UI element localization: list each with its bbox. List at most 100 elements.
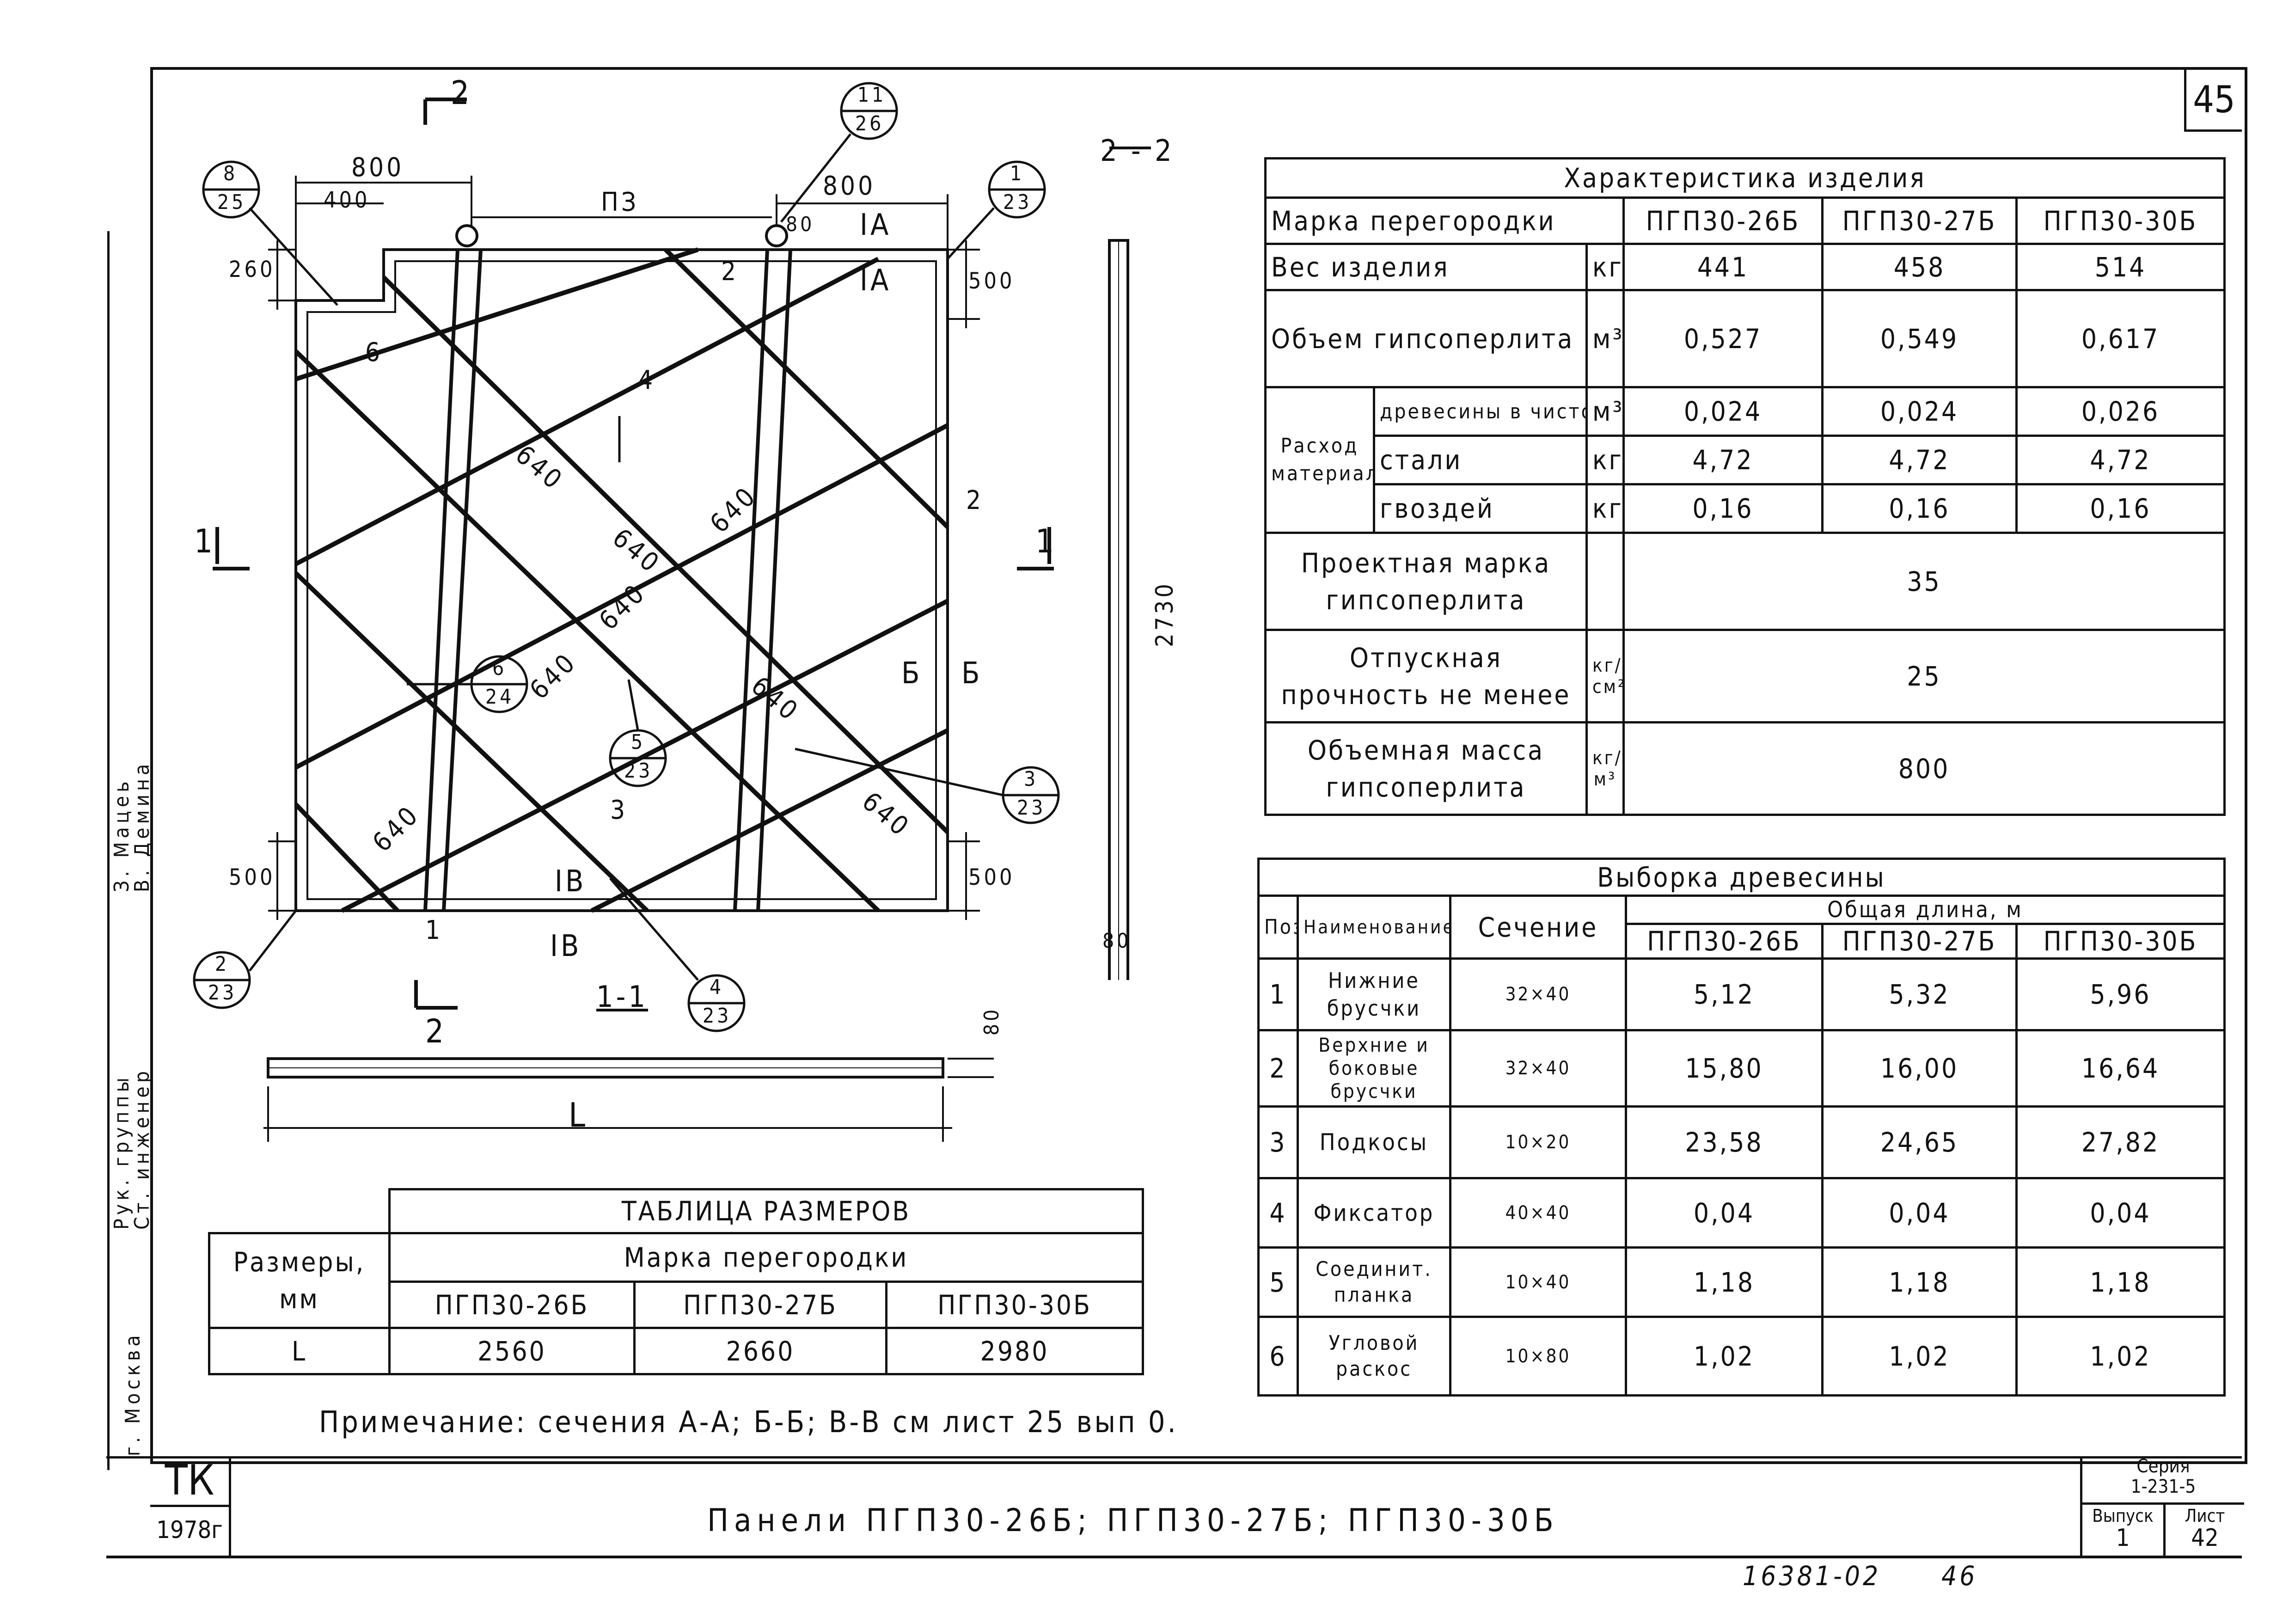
char-consumption-label: Расход материалов bbox=[1264, 386, 1375, 534]
issue-value: 1 bbox=[2116, 1524, 2130, 1552]
marker-5-top: 6 bbox=[492, 656, 507, 680]
wood-col-section: Сечение bbox=[1449, 895, 1627, 960]
wood-row-6-pos: 6 bbox=[1257, 1316, 1299, 1397]
series-value: 1-231-5 bbox=[2130, 1476, 2196, 1497]
char-nails-label: гвоздей bbox=[1373, 483, 1588, 534]
wood-row-5-v2: 1,18 bbox=[1821, 1246, 2018, 1318]
char-steel-1: 4,72 bbox=[1622, 435, 1824, 485]
sizes-mark-2: ПГП30-27Б bbox=[633, 1281, 887, 1329]
char-mark-header: Марка перегородки bbox=[1264, 196, 1625, 245]
char-wood-2: 0,024 bbox=[1821, 386, 2018, 437]
char-weight-unit: кг bbox=[1585, 243, 1625, 291]
marker-3-bottom: 23 bbox=[1003, 190, 1032, 214]
wood-row-2-v2: 16,00 bbox=[1821, 1029, 2018, 1108]
cut-1b-bottom: IВ bbox=[550, 929, 582, 963]
char-wood-unit: м³ bbox=[1585, 386, 1625, 437]
wood-row-5-name: Соединит. планка bbox=[1297, 1246, 1451, 1318]
char-mark-3: ПГП30-30Б bbox=[2015, 196, 2226, 245]
part-3: 3 bbox=[610, 795, 628, 825]
wood-row-5-section: 10×40 bbox=[1449, 1246, 1627, 1318]
char-density-value: 800 bbox=[1622, 721, 2226, 816]
bottom-page: 46 bbox=[1941, 1560, 1978, 1592]
sizes-mark-1: ПГП30-26Б bbox=[388, 1281, 636, 1329]
char-volume-unit: м³ bbox=[1585, 289, 1625, 388]
char-steel-3: 4,72 bbox=[2015, 435, 2226, 485]
dim-500-tr: 500 bbox=[968, 268, 1015, 294]
wood-mark-2: ПГП30-27Б bbox=[1821, 923, 2018, 960]
section-2-2 bbox=[1108, 147, 1151, 980]
cut-1a-bottom: IА bbox=[860, 264, 892, 298]
bottom-number: 16381-02 bbox=[1743, 1560, 1881, 1592]
section-1-1-L: L bbox=[569, 1096, 588, 1134]
wood-row-2-v1: 15,80 bbox=[1625, 1029, 1824, 1108]
char-volume-1: 0,527 bbox=[1622, 289, 1824, 388]
char-steel-2: 4,72 bbox=[1821, 435, 2018, 485]
wood-row-5-v1: 1,18 bbox=[1625, 1246, 1824, 1318]
marker-5-bottom: 24 bbox=[485, 685, 514, 709]
char-nails-2: 0,16 bbox=[1821, 483, 2018, 534]
wood-row-2-name: Верхние и боковые брусчки bbox=[1297, 1029, 1451, 1108]
cut-2-top: 2 bbox=[451, 74, 472, 112]
cut-2-bottom: 2 bbox=[425, 1012, 447, 1050]
wood-col-name: Наименование bbox=[1297, 895, 1451, 960]
wood-row-6-name: Угловой раскос bbox=[1297, 1316, 1451, 1397]
wood-row-2-section: 32×40 bbox=[1449, 1029, 1627, 1108]
char-weight-2: 458 bbox=[1821, 243, 2018, 291]
char-weight-1: 441 bbox=[1622, 243, 1824, 291]
characteristics-table: Характеристика изделия Марка перегородки… bbox=[1264, 157, 2226, 816]
char-density-unit: кг/м³ bbox=[1585, 721, 1625, 816]
bottom-line bbox=[106, 1556, 2242, 1558]
marker-9-top: 4 bbox=[710, 975, 724, 999]
wood-row-2-pos: 2 bbox=[1257, 1029, 1299, 1108]
char-steel-unit: кг bbox=[1585, 435, 1625, 485]
sizes-value-2: 2660 bbox=[633, 1327, 887, 1375]
wood-total-length: Общая длина, м bbox=[1624, 895, 2226, 925]
sizes-row-header: Размеры, мм bbox=[208, 1232, 391, 1329]
wood-row-4-pos: 4 bbox=[1257, 1177, 1299, 1249]
char-mark-1: ПГП30-26Б bbox=[1622, 196, 1824, 245]
wood-row-5-pos: 5 bbox=[1257, 1246, 1299, 1318]
title-block-top-line bbox=[106, 1456, 2242, 1459]
cut-1a-top: IА bbox=[860, 208, 892, 242]
dim-500-bl: 500 bbox=[229, 864, 275, 890]
sizes-table-title: ТАБЛИЦА РАЗМЕРОВ bbox=[388, 1188, 1144, 1234]
char-weight-3: 514 bbox=[2015, 243, 2226, 291]
char-volume-label: Объем гипсоперлита bbox=[1264, 289, 1588, 388]
part-2: 2 bbox=[721, 257, 739, 287]
cut-1-right: 1 bbox=[1035, 522, 1057, 560]
marker-2-bottom: 26 bbox=[855, 112, 884, 135]
section-2-2-height: 2730 bbox=[1151, 581, 1179, 647]
section-2-2-title: 2 - 2 bbox=[1100, 134, 1175, 168]
wood-mark-3: ПГП30-30Б bbox=[2015, 923, 2226, 960]
dim-260: 260 bbox=[229, 257, 275, 282]
char-density-label: Объемная масса гипсоперлита bbox=[1264, 721, 1588, 816]
marker-6-top: 5 bbox=[631, 730, 646, 754]
wood-row-1-name: Нижние брусчки bbox=[1297, 957, 1451, 1031]
wood-row-6-section: 10×80 bbox=[1449, 1316, 1627, 1397]
marker-7-bottom: 23 bbox=[1017, 796, 1046, 820]
wood-row-2-v3: 16,64 bbox=[2015, 1029, 2226, 1108]
wood-row-4-v3: 0,04 bbox=[2015, 1177, 2226, 1249]
wood-row-4-v1: 0,04 bbox=[1625, 1177, 1824, 1249]
stamp-role2: Ст. инженер bbox=[130, 1067, 154, 1230]
drawing-frame bbox=[150, 67, 2247, 1464]
marker-8-bottom: 23 bbox=[208, 981, 237, 1005]
issue-label: Выпуск bbox=[2092, 1506, 2154, 1526]
char-steel-label: стали bbox=[1373, 435, 1588, 485]
section-1-1-title: 1-1 bbox=[596, 980, 649, 1014]
char-volume-3: 0,617 bbox=[2015, 289, 2226, 388]
marker-4-top: 4 bbox=[638, 365, 656, 395]
side-stamp bbox=[107, 231, 151, 1470]
marker-9-bottom: 23 bbox=[703, 1004, 732, 1028]
section-1-1 bbox=[263, 1057, 994, 1142]
wood-row-1-v3: 5,96 bbox=[2015, 957, 2226, 1031]
org-label: ТК bbox=[150, 1456, 229, 1507]
char-nails-3: 0,16 bbox=[2015, 483, 2226, 534]
char-weight-label: Вес изделия bbox=[1264, 243, 1588, 291]
stamp-city: г. Москва bbox=[121, 1331, 145, 1456]
dim-800-right: 800 bbox=[823, 171, 876, 201]
marker-1-bottom: 25 bbox=[217, 190, 246, 214]
char-volume-2: 0,549 bbox=[1821, 289, 2018, 388]
sizes-mark-3: ПГП30-30Б bbox=[885, 1281, 1144, 1329]
dim-80: 80 bbox=[786, 213, 815, 236]
